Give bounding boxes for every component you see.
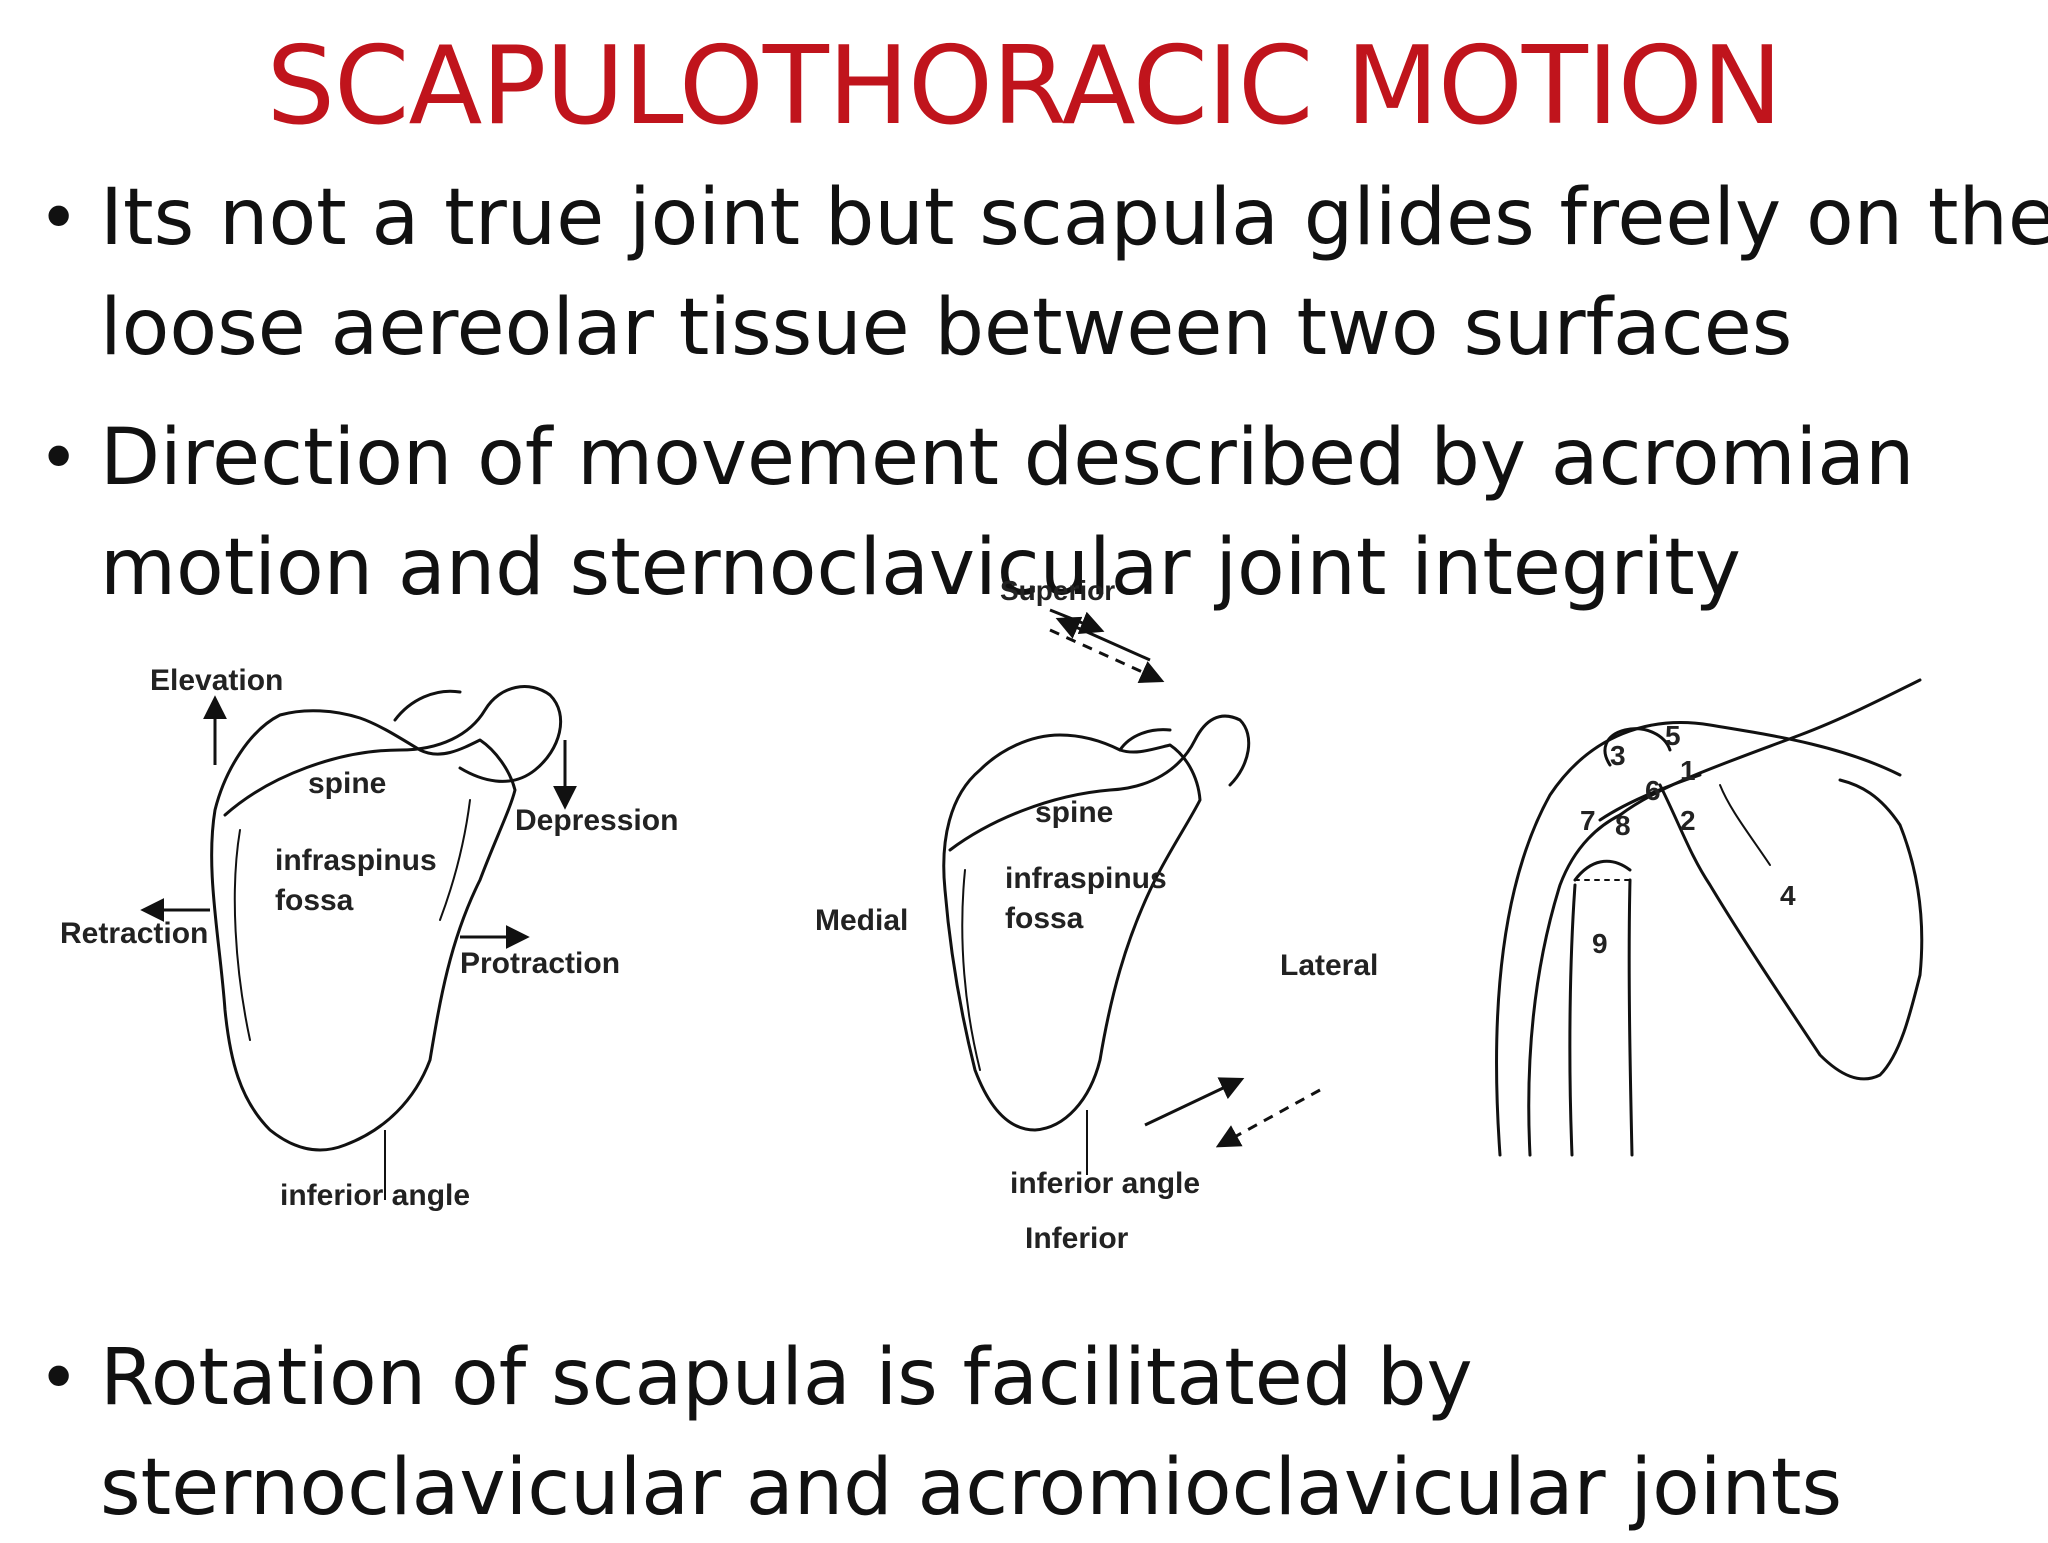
elevation-label: Elevation (150, 664, 283, 697)
bullet-dot: • (38, 417, 80, 499)
shoulder-anatomy-diagram: 1 2 3 4 5 6 7 8 9 (1495, 678, 1924, 1157)
inferior-angle-label: inferior angle (280, 1179, 470, 1212)
bullet-3-text: Rotation of scapula is facilitated by st… (100, 1333, 1843, 1533)
scapula-orientation-diagram: Superior Medial Lateral Inferior spine i… (815, 575, 1378, 1255)
scapula-outline-middle (942, 714, 1251, 1132)
superior-dashed-arrow (1049, 628, 1165, 683)
infraspinus-label: infraspinus (275, 844, 437, 877)
lateral-label: Lateral (1280, 949, 1378, 982)
label-4: 4 (1780, 880, 1796, 911)
bullet-1-text: Its not a true joint but scapula glides … (100, 173, 2048, 373)
label-1: 1 (1680, 755, 1696, 786)
inferior-label: Inferior (1025, 1222, 1129, 1255)
label-9: 9 (1592, 928, 1608, 959)
scapula-outline-left (210, 685, 563, 1152)
label-7: 7 (1580, 805, 1596, 836)
shoulder-outline (1495, 678, 1924, 1157)
inferior-angle-label-middle: inferior angle (1010, 1167, 1200, 1200)
medial-label: Medial (815, 904, 908, 937)
spine-label-middle: spine (1035, 796, 1113, 829)
superior-label: Superior (1000, 575, 1115, 606)
label-2: 2 (1680, 805, 1696, 836)
protraction-label: Protraction (460, 947, 620, 980)
label-3: 3 (1610, 740, 1626, 771)
bullet-2: • Direction of movement described by acr… (18, 403, 2018, 623)
retraction-label: Retraction (60, 917, 208, 950)
inferior-dashed-arrow (1215, 1088, 1321, 1148)
label-6: 6 (1645, 775, 1661, 806)
inferior-solid-arrow (1144, 1077, 1245, 1127)
bullet-1: • Its not a true joint but scapula glide… (18, 163, 2048, 383)
superior-return-arrow (1055, 616, 1151, 662)
bullet-dot: • (38, 1337, 80, 1419)
bullet-3: • Rotation of scapula is facilitated by … (18, 1323, 2018, 1543)
slide-title: SCAPULOTHORACIC MOTION (266, 24, 1783, 149)
fossa-label: fossa (275, 884, 354, 917)
infraspinus-label-middle: infraspinus (1005, 862, 1167, 895)
label-5: 5 (1665, 720, 1681, 751)
bullet-dot: • (38, 177, 80, 259)
label-8: 8 (1615, 810, 1631, 841)
fossa-label-middle: fossa (1005, 902, 1084, 935)
scapula-movement-diagram: Elevation Depression Retraction Protract… (60, 664, 678, 1212)
depression-label: Depression (515, 804, 678, 837)
spine-label: spine (308, 767, 386, 800)
bullet-2-text: Direction of movement described by acrom… (100, 413, 1915, 613)
